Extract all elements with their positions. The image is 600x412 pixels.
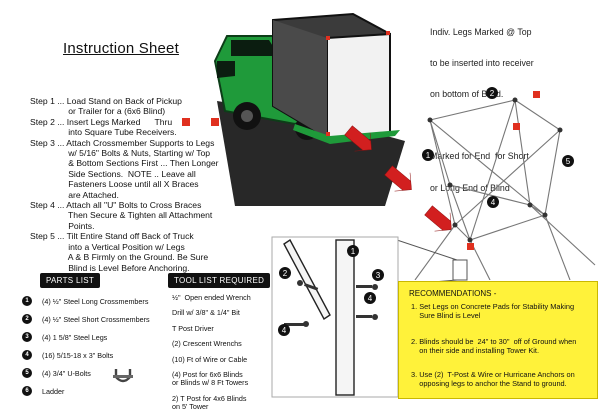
legs-note: Indiv. Legs Marked @ Top to be inserted …	[430, 6, 534, 203]
detail-label-3: 3	[376, 271, 381, 280]
red-marker-icon	[182, 117, 190, 126]
list-item: 4 (16) 5/15-18 x 3" Bolts	[22, 346, 172, 364]
detail-label-1: 1	[351, 247, 356, 256]
part-text: (4) ½" Steel Short Crossmembers	[42, 314, 150, 324]
list-item: 2) T Post for 4x6 Blinds on 5' Tower	[172, 393, 247, 412]
recommendation-3: 3. Use (2) T-Post & Wire or Hurricane An…	[411, 370, 575, 388]
list-item: 2 (4) ½" Steel Short Crossmembers	[22, 310, 172, 328]
step-3: Step 3 ... Attach Crossmember Supports t…	[30, 137, 219, 200]
legs-note-line-2: to be inserted into receiver	[430, 58, 534, 69]
tower-label-4: 4	[491, 198, 496, 207]
tower-label-5: 5	[566, 157, 571, 166]
list-item: 6 Ladder	[22, 382, 172, 400]
list-item: 1 (4) ½" Steel Long Crossmembers	[22, 292, 172, 310]
list-item: (10) Ft of Wire or Cable	[172, 354, 248, 364]
step-5: Step 5 ... Tilt Entire Stand off Back of…	[30, 231, 209, 273]
red-marker-icon	[211, 117, 219, 126]
part-text: (4) 3/4" U-Bolts	[42, 368, 91, 378]
parts-list: 1 (4) ½" Steel Long Crossmembers 2 (4) ½…	[22, 292, 172, 400]
recommendations-title: RECOMMENDATIONS -	[409, 289, 497, 298]
tower-frame-diagram: 1 2 5 4	[414, 87, 596, 280]
recommendation-1: 1. Set Legs on Concrete Pads for Stabili…	[411, 302, 575, 320]
part-number: 1	[22, 296, 32, 306]
page-title: Instruction Sheet	[63, 40, 179, 57]
part-text: Ladder	[42, 386, 65, 396]
list-item: (4) Post for 6x6 Blinds or Blinds w/ 8 F…	[172, 370, 249, 388]
step-4: Step 4 ... Attach all "U" Bolts to Cross…	[30, 200, 213, 231]
part-number: 3	[22, 332, 32, 342]
bolt-detail-diagram: 2 1 3 4 4	[271, 236, 399, 398]
part-number: 6	[22, 386, 32, 396]
part-number: 2	[22, 314, 32, 324]
legs-note-line-4: Marked for End for Short	[430, 151, 529, 162]
step-1: Step 1 ... Load Stand on Back of Pickup …	[30, 96, 182, 117]
tool-list-header: TOOL LIST REQUIRED	[168, 273, 271, 288]
part-text: (4) 1 5/8" Steel Legs	[42, 332, 108, 342]
tower-label-1: 1	[426, 151, 431, 160]
legs-note-line-1: Indiv. Legs Marked @ Top	[430, 26, 532, 37]
u-bolt-icon	[113, 369, 133, 383]
part-text: (16) 5/15-18 x 3" Bolts	[42, 350, 114, 360]
parts-list-header: PARTS LIST	[40, 273, 101, 288]
part-number: 4	[22, 350, 32, 360]
truck-illustration	[213, 12, 405, 206]
list-item: T Post Driver	[172, 323, 214, 333]
detail-label-4b: 4	[282, 326, 287, 335]
list-item: 5 (4) 3/4" U-Bolts	[22, 364, 172, 382]
list-item: (2) Crescent Wrenchs	[172, 339, 242, 349]
list-item: 3 (4) 1 5/8" Steel Legs	[22, 328, 172, 346]
detail-label-2: 2	[283, 269, 288, 278]
legs-note-line-5: or Long End of Blind	[430, 182, 510, 193]
list-item: ½" Open ended Wrench	[172, 293, 251, 302]
insert-arrows	[344, 125, 452, 232]
part-text: (4) ½" Steel Long Crossmembers	[42, 296, 149, 306]
tower-label-2: 2	[490, 89, 495, 98]
steps-list: Step 1 ... Load Stand on Back of Pickup …	[30, 96, 270, 273]
recommendation-2: 2. Blinds should be 24" to 30" off of Gr…	[411, 337, 577, 355]
step-2: Step 2 ... Insert Legs Marked Thru into …	[30, 116, 177, 138]
list-item: Drill w/ 3/8" & 1/4" Bit	[172, 308, 240, 318]
detail-label-4a: 4	[368, 294, 373, 303]
part-number: 5	[22, 368, 32, 378]
recommendations-box: RECOMMENDATIONS - 1. Set Legs on Concret…	[398, 281, 598, 399]
tool-list: ½" Open ended Wrench Drill w/ 3/8" & 1/4…	[172, 293, 282, 412]
